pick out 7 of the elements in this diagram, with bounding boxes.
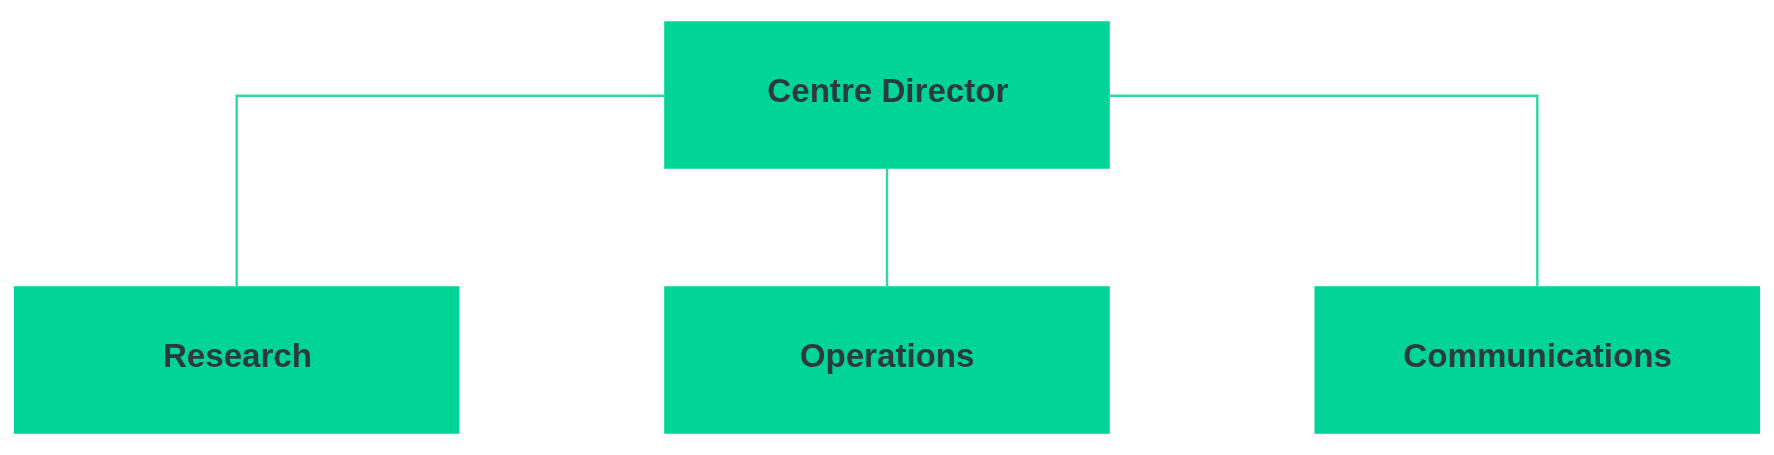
node-box: Operations [664,286,1110,434]
connector [885,168,889,287]
node-box: Communications [1314,286,1761,434]
connector [1109,94,1539,287]
connector [235,94,665,287]
node-box: Centre Director [664,21,1110,169]
node-box: Research [13,286,460,434]
